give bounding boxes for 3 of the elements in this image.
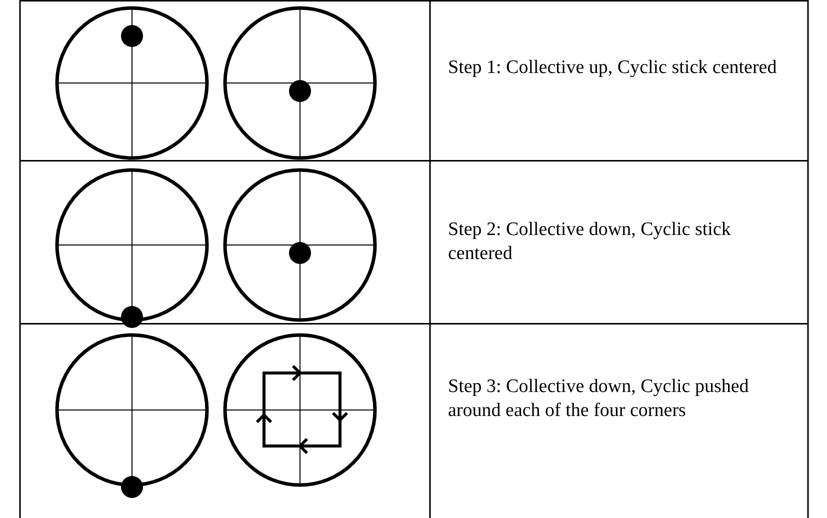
step-description: Step 1: Collective up, Cyclic stick centered [448,56,778,80]
step-description: Step 2: Collective down, Cyclic stick centered [448,218,732,266]
step-description: Step 3: Collective down, Cyclic pushed around each of the four corners [448,375,750,423]
